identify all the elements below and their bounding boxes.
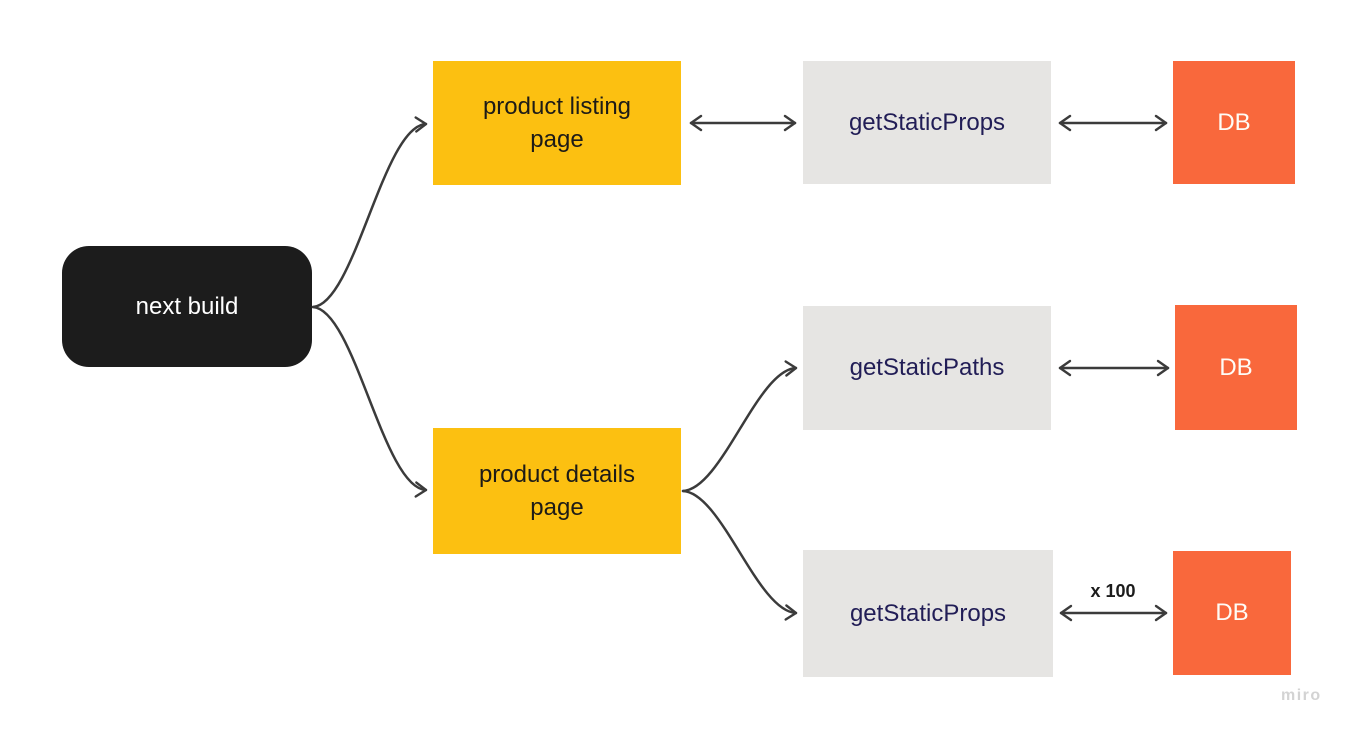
node-label: DB	[1215, 599, 1249, 627]
node-get-static-props-top[interactable]: getStaticProps	[803, 61, 1051, 184]
node-label: getStaticProps	[849, 599, 1007, 627]
miro-watermark: miro	[1281, 687, 1322, 704]
node-label: DB	[1217, 108, 1251, 136]
node-label: DB	[1219, 353, 1253, 381]
node-label: getStaticProps	[848, 108, 1006, 136]
node-label: next build	[135, 292, 239, 320]
node-get-static-props-bottom[interactable]: getStaticProps	[803, 550, 1053, 677]
node-label: product details page	[478, 460, 636, 521]
node-next-build[interactable]: next build	[62, 246, 312, 367]
node-db-top[interactable]: DB	[1173, 61, 1295, 184]
node-db-middle[interactable]: DB	[1175, 305, 1297, 430]
connector-next-build-to-product-details	[311, 305, 428, 498]
node-get-static-paths[interactable]: getStaticPaths	[803, 306, 1051, 430]
node-product-listing-page[interactable]: product listing page	[433, 61, 681, 185]
node-db-bottom[interactable]: DB	[1173, 551, 1291, 675]
node-label: getStaticPaths	[849, 354, 1005, 382]
connector-product-details-to-get-static-props-bottom	[681, 489, 798, 621]
connector-product-details-to-get-static-paths	[681, 360, 798, 493]
connector-next-build-to-product-listing	[311, 116, 428, 309]
node-product-details-page[interactable]: product details page	[433, 428, 681, 554]
edge-label-x100: x 100	[1090, 581, 1136, 601]
node-label: product listing page	[482, 92, 632, 153]
